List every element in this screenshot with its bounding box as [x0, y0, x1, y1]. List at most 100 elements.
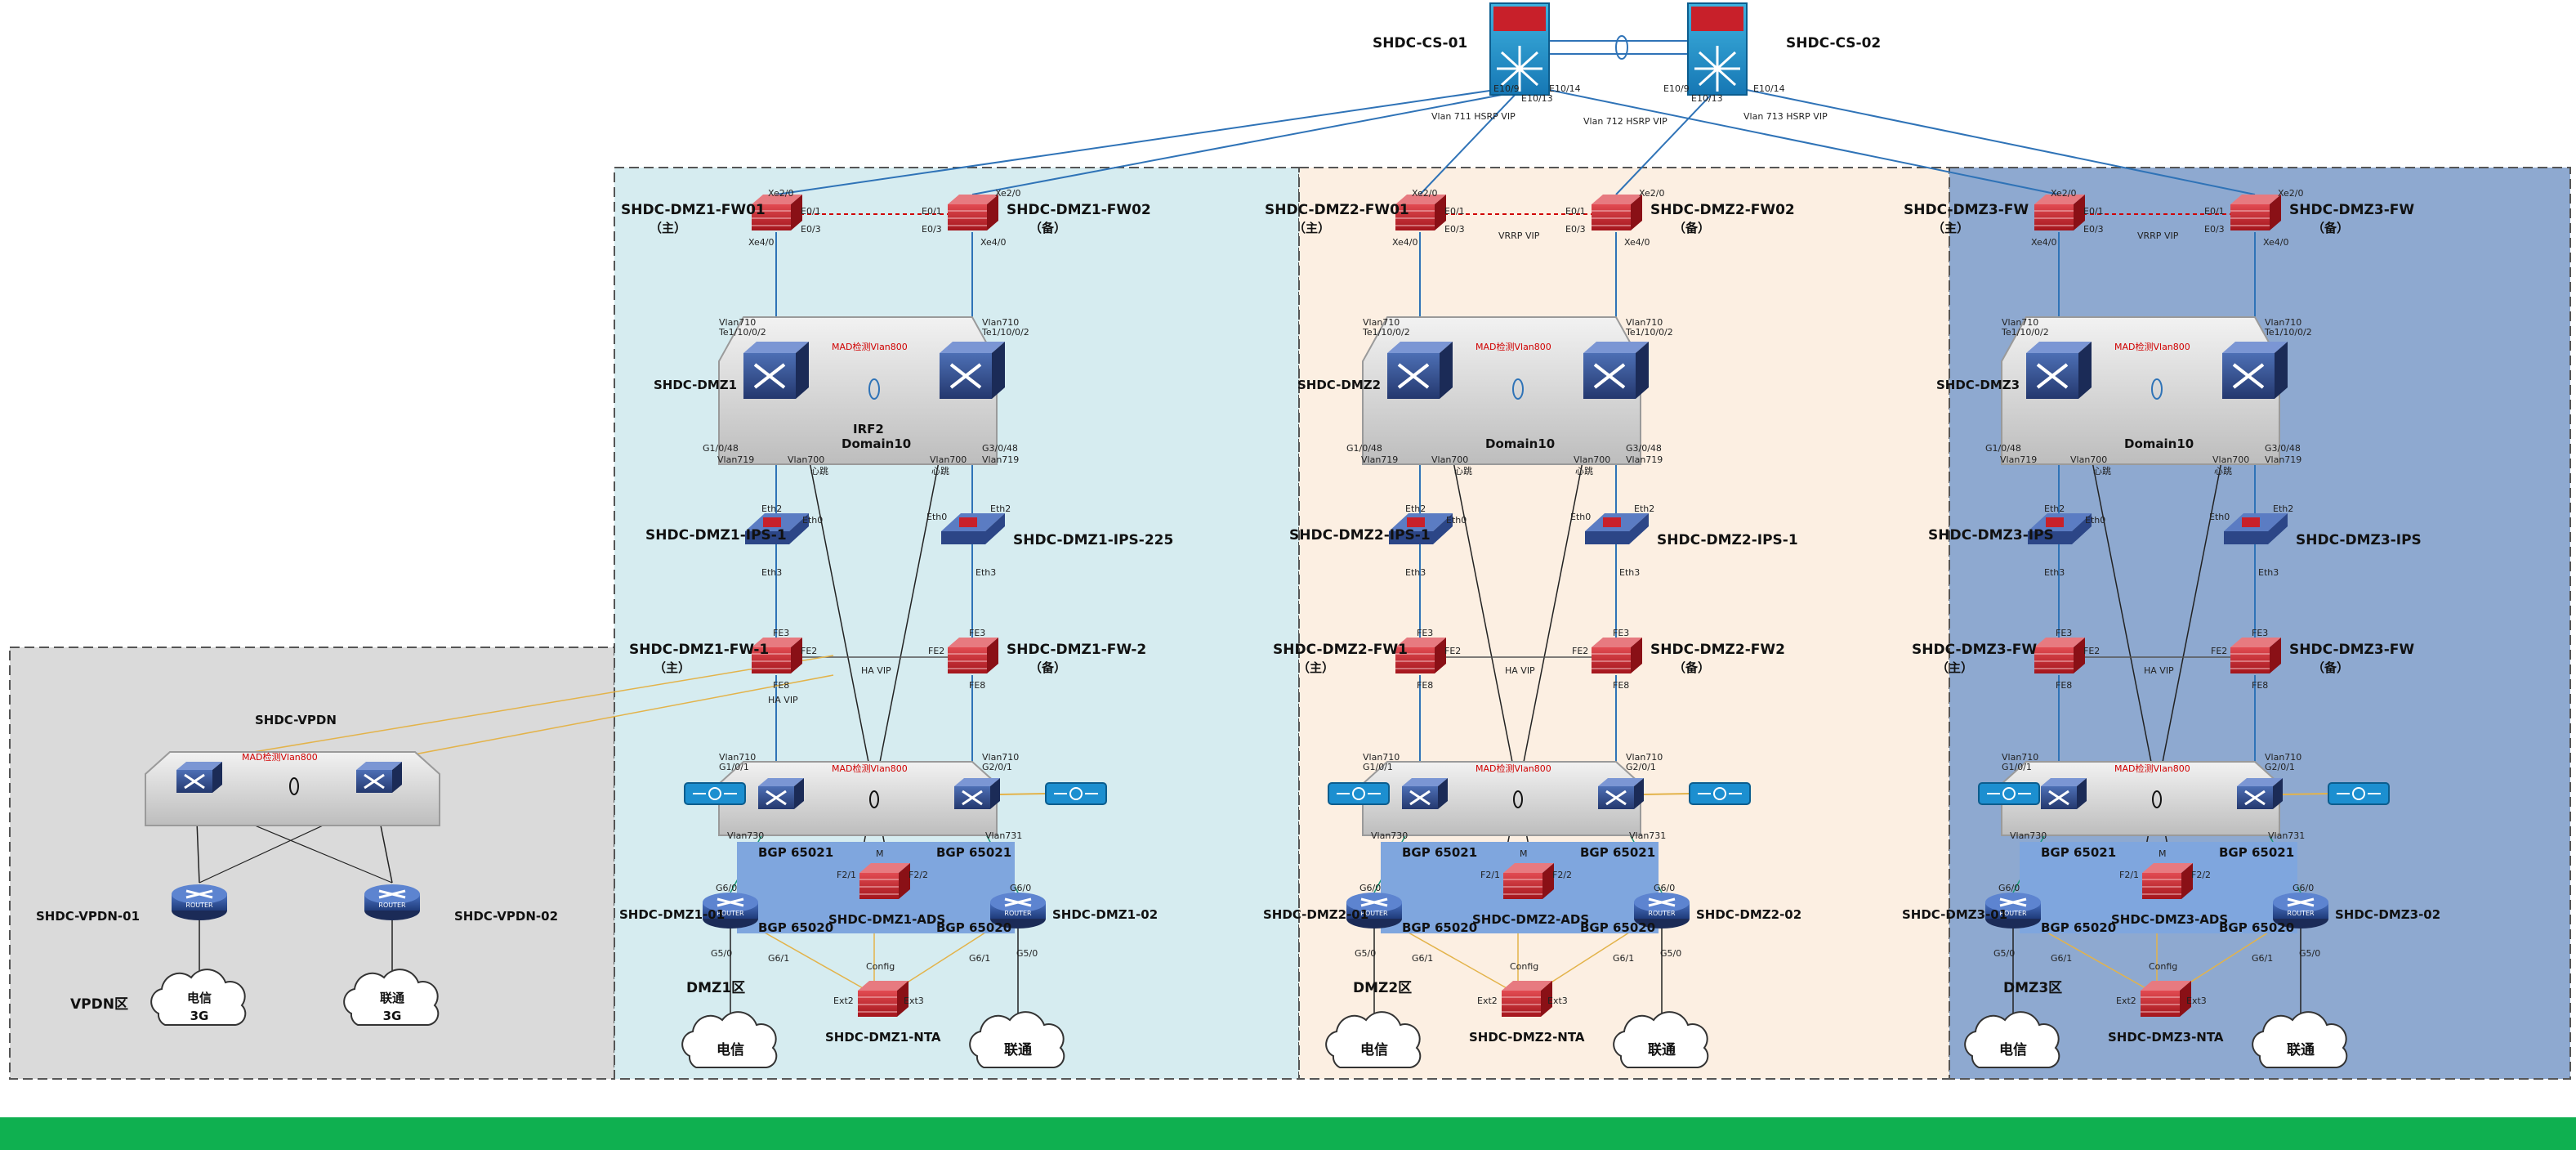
vpdn-router-b[interactable]: ROUTER: [364, 884, 420, 920]
switch-arrows-icon: [2036, 363, 2069, 389]
dmz2-router-a[interactable]: ROUTER: [1346, 893, 1402, 929]
dmz1-ips-a[interactable]: [745, 513, 809, 544]
dmz2-ads[interactable]: [1503, 863, 1554, 899]
dmz2-switch-a[interactable]: [1387, 342, 1453, 399]
vpdn-cloud-a-line2: 3G: [190, 1009, 209, 1023]
dmz2-lb-a[interactable]: [1328, 782, 1390, 805]
dmz1-fw2-a[interactable]: [752, 638, 802, 673]
switch-top-face: [1583, 342, 1649, 353]
dmz2-fw2-a[interactable]: [1395, 638, 1446, 673]
dmz1-router-a[interactable]: ROUTER: [703, 893, 758, 929]
dmz3-fw2-b[interactable]: [2230, 638, 2281, 673]
firewall-icon: [752, 204, 791, 230]
dmz3-lb-a[interactable]: [1978, 782, 2040, 805]
dmz1-fw2-b-fe3: FE3: [969, 628, 985, 638]
dmz1-switch-a[interactable]: [743, 342, 809, 399]
dmz2-switch-b[interactable]: [1583, 342, 1649, 399]
dmz2-ips-b-eth0: Eth0: [1570, 512, 1591, 522]
dmz2-fw-b-label: SHDC-DMZ2-FW02: [1650, 202, 1795, 218]
dmz2-router-b[interactable]: ROUTER: [1634, 893, 1690, 929]
dmz1-lb-b[interactable]: [1045, 782, 1107, 805]
dmz2-fw2-a-role: （主）: [1297, 660, 1334, 675]
dmz3-switch-a[interactable]: [2026, 342, 2092, 399]
dmz3-router-b-label: SHDC-DMZ3-02: [2335, 907, 2440, 922]
router-caption: ROUTER: [378, 902, 406, 909]
dmz1-fw-a[interactable]: [752, 195, 802, 230]
vpdn-port-channel-icon: [289, 777, 299, 795]
dmz1-ips-b[interactable]: [941, 513, 1005, 544]
dmz3-cloud-a-label: 电信: [1999, 1041, 2027, 1058]
firewall-side-face: [1542, 863, 1554, 899]
dmz2-ips-b[interactable]: [1585, 513, 1649, 544]
switch-top-face: [1387, 342, 1453, 353]
core-switch-cs02[interactable]: [1687, 2, 1748, 96]
dmz3-core-b-vlan710: Vlan710: [2265, 752, 2301, 763]
dmz3-ads[interactable]: [2142, 863, 2193, 899]
core-switch-cs01[interactable]: [1489, 2, 1550, 96]
dmz1-uplink-b: [971, 89, 1529, 195]
dmz3-fw-b[interactable]: [2230, 195, 2281, 230]
dmz2-core-a[interactable]: [1402, 778, 1448, 809]
dmz3-ips-b[interactable]: [2224, 513, 2288, 544]
dmz1-rb-g61: G6/1: [969, 953, 990, 964]
dmz3-router-b[interactable]: ROUTER: [2273, 893, 2328, 929]
dmz1-lb-a[interactable]: [684, 782, 746, 805]
dmz1-bgp-top-b: BGP 65021: [936, 845, 1011, 860]
dmz3-router-a[interactable]: ROUTER: [1985, 893, 2041, 929]
dmz2-bgp-bot-a: BGP 65020: [1402, 920, 1477, 935]
dmz2-lb-b[interactable]: [1689, 782, 1751, 805]
dmz1-ads-m: M: [876, 848, 884, 859]
ips-firewall-icon: [1407, 517, 1425, 527]
dmz3-fw-a[interactable]: [2034, 195, 2085, 230]
dmz3-ips-b-eth2: Eth2: [2273, 503, 2293, 514]
dmz3-ips-b-eth0: Eth0: [2209, 512, 2230, 522]
dmz1-ads[interactable]: [859, 863, 910, 899]
dmz1-domain-label: Domain10: [842, 436, 911, 451]
dmz1-fw2-b[interactable]: [948, 638, 998, 673]
dmz2-fw-a-label: SHDC-DMZ2-FW01: [1265, 202, 1409, 218]
dmz1-router-b[interactable]: ROUTER: [990, 893, 1046, 929]
dmz3-lb-b[interactable]: [2328, 782, 2390, 805]
firewall-top-face: [2141, 981, 2191, 991]
dmz1-core-a[interactable]: [758, 778, 804, 809]
firewall-top-face: [1395, 638, 1446, 647]
dmz2-fw-a[interactable]: [1395, 195, 1446, 230]
load-balancer-lens: [708, 787, 721, 800]
dmz2-uplink-b: [1615, 89, 1717, 195]
firewall-icon: [1592, 647, 1631, 673]
dmz3-ips-a[interactable]: [2028, 513, 2092, 544]
dmz3-fw2-a[interactable]: [2034, 638, 2085, 673]
dmz1-ips-b-eth3: Eth3: [975, 567, 996, 578]
dmz3-core-b[interactable]: [2237, 778, 2283, 809]
dmz2-ips-a[interactable]: [1389, 513, 1453, 544]
dmz1-switch-b[interactable]: [940, 342, 1005, 399]
load-balancer-lens: [2002, 787, 2016, 800]
dmz2-fw2-b[interactable]: [1592, 638, 1642, 673]
dmz3-nta[interactable]: [2141, 981, 2191, 1017]
dmz3-switch-b[interactable]: [2222, 342, 2288, 399]
firewall-icon: [948, 204, 987, 230]
firewall-side-face: [1435, 638, 1446, 673]
dmz3-ra-nta: [2034, 924, 2148, 990]
firewall-top-face: [2230, 638, 2281, 647]
dmz1-fw-b[interactable]: [948, 195, 998, 230]
dmz3-core-a[interactable]: [2041, 778, 2087, 809]
dmz1-nta-config: Config: [866, 961, 895, 972]
dmz1-core-b-vlan731: Vlan731: [985, 830, 1022, 841]
dmz1-nta[interactable]: [858, 981, 909, 1017]
dmz2-hb-b: 心跳: [1575, 465, 1593, 477]
dmz3-sw-a-vlan710: Vlan710: [2002, 317, 2038, 328]
dmz2-core-b[interactable]: [1598, 778, 1644, 809]
dmz1-fw-b-e03: E0/3: [922, 224, 942, 235]
dmz2-ads-label: SHDC-DMZ2-ADS: [1472, 912, 1589, 927]
dmz3-nta-config: Config: [2149, 961, 2177, 972]
vpdn-router-a[interactable]: ROUTER: [172, 884, 227, 920]
vpdn-switch-a[interactable]: [176, 762, 222, 793]
switch-side-face: [2273, 778, 2283, 809]
firewall-side-face: [897, 981, 909, 1017]
dmz1-core-b[interactable]: [954, 778, 1000, 809]
dmz2-nta[interactable]: [1502, 981, 1552, 1017]
dmz2-fw-b[interactable]: [1592, 195, 1642, 230]
vpdn-switch-b[interactable]: [356, 762, 402, 793]
